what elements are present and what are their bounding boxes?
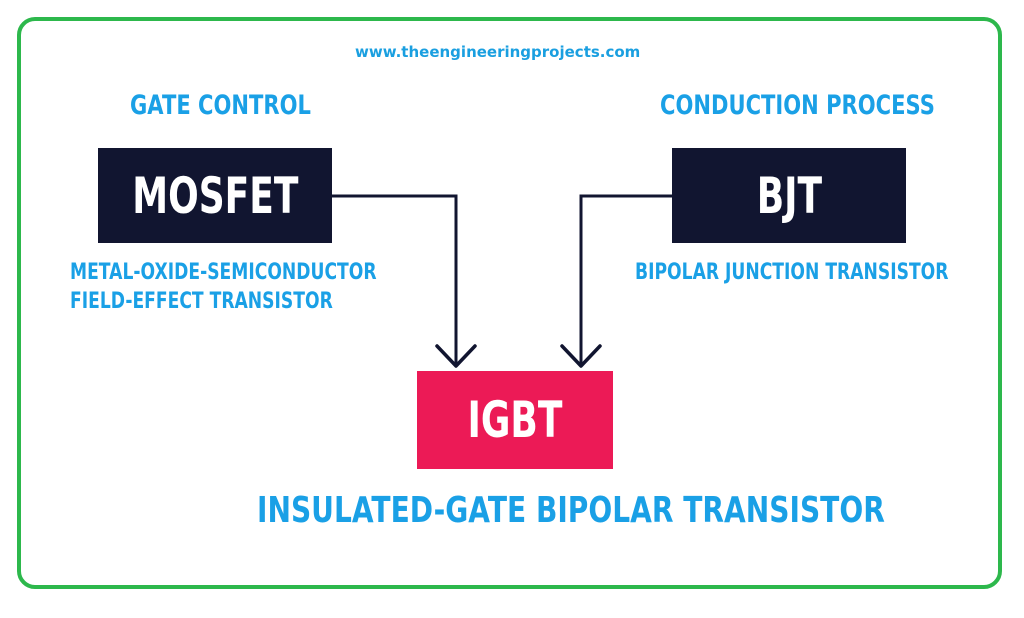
mosfet-description-line2: FIELD-EFFECT TRANSISTOR: [70, 289, 333, 314]
bjt-to-igbt-arrow-line: [579, 194, 672, 364]
diagram-frame: [17, 17, 1002, 589]
mosfet-to-igbt-arrowhead: [435, 344, 477, 368]
right-heading: CONDUCTION PROCESS: [660, 90, 935, 121]
bjt-to-igbt-arrowhead: [560, 344, 602, 368]
mosfet-label: MOSFET: [131, 166, 299, 225]
igbt-label: IGBT: [467, 391, 563, 449]
bjt-label: BJT: [756, 166, 822, 225]
bjt-description: BIPOLAR JUNCTION TRANSISTOR: [635, 260, 949, 285]
igbt-description: INSULATED-GATE BIPOLAR TRANSISTOR: [257, 490, 885, 531]
mosfet-description-line1: METAL-OXIDE-SEMICONDUCTOR: [70, 260, 377, 285]
mosfet-to-igbt-arrow-line: [332, 194, 458, 364]
left-heading: GATE CONTROL: [130, 90, 311, 121]
bjt-box: BJT: [672, 148, 906, 243]
mosfet-box: MOSFET: [98, 148, 332, 243]
website-url: www.theengineeringprojects.com: [355, 43, 641, 61]
igbt-box: IGBT: [417, 371, 613, 469]
